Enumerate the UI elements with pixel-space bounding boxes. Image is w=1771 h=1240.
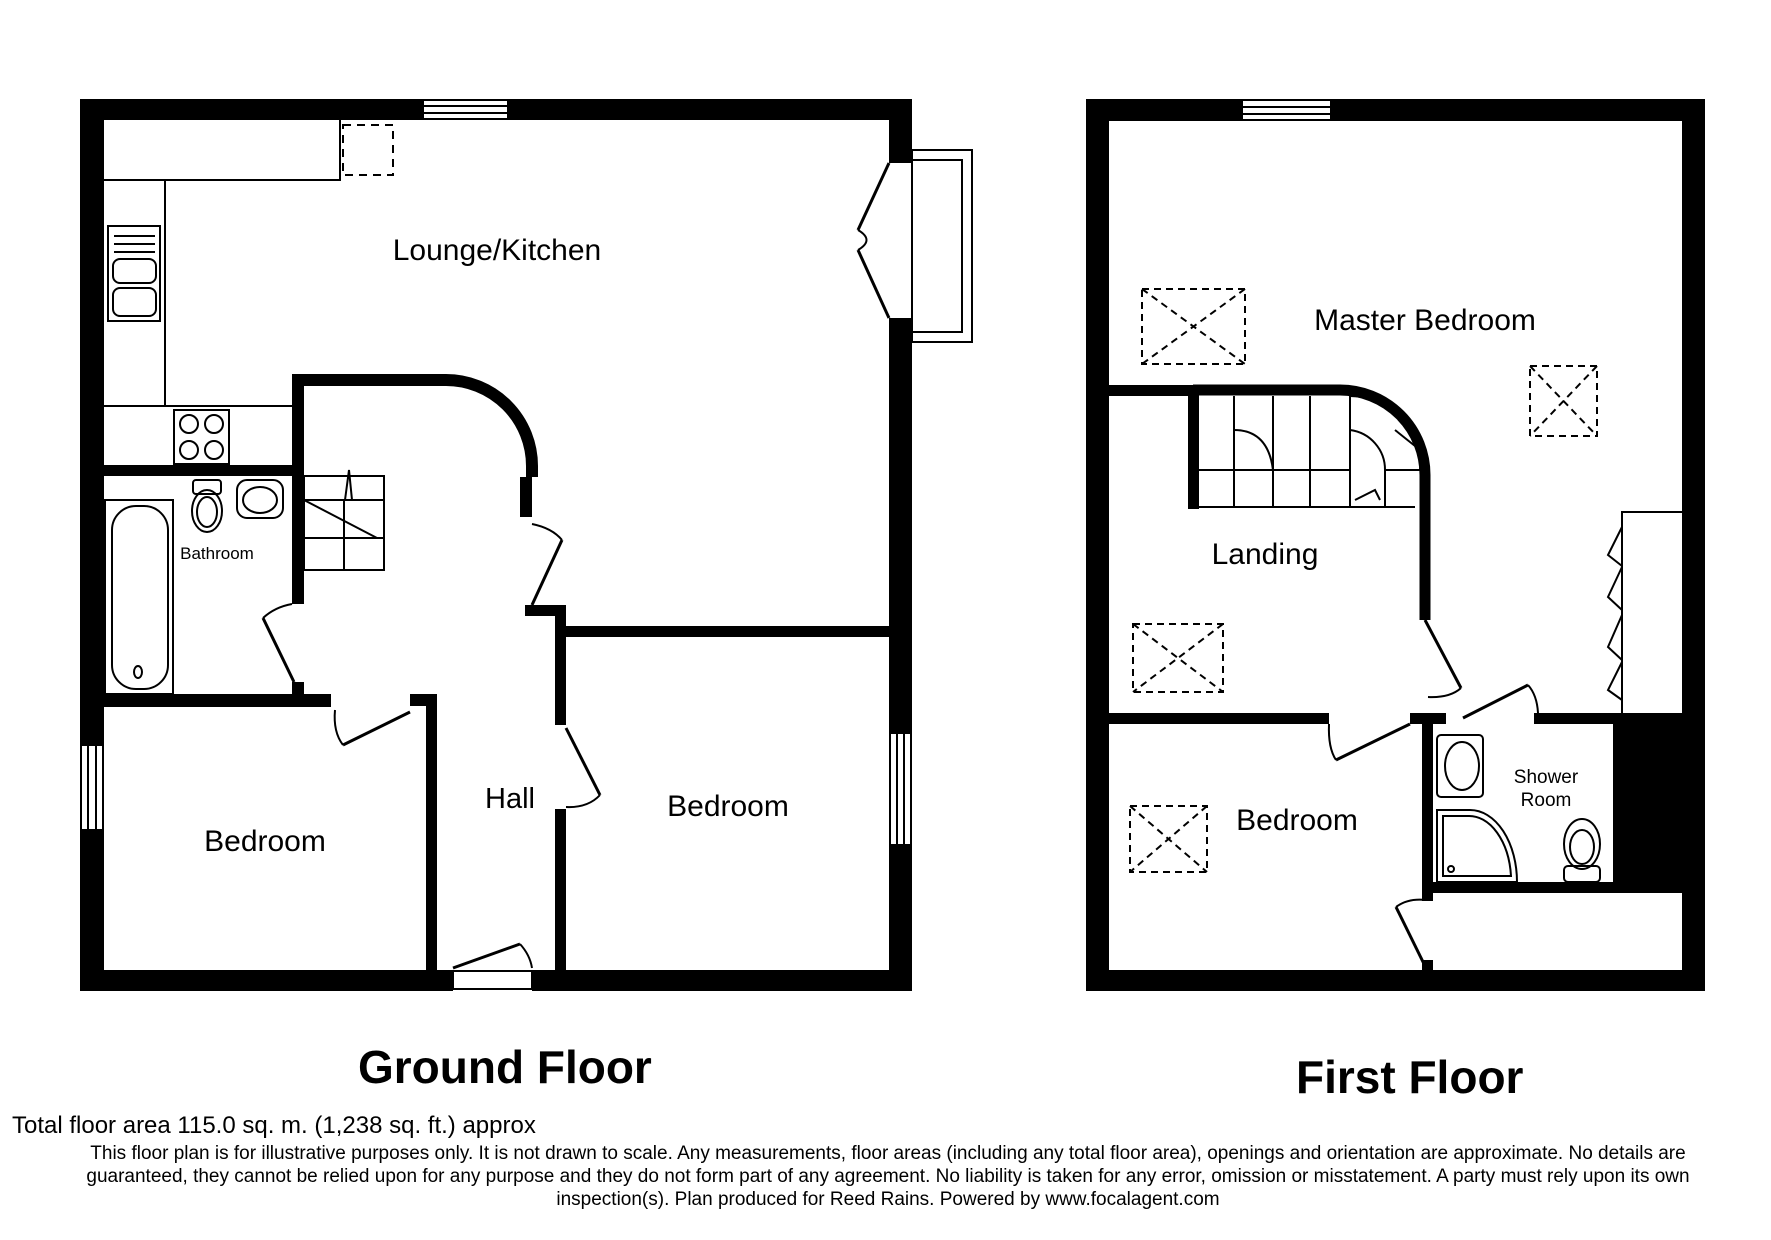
room-label-shower-room-line2: Room	[1521, 790, 1572, 811]
first-floor-window	[1241, 99, 1332, 121]
bedroom-door	[1327, 722, 1411, 762]
first-floor-interior-walls	[1109, 385, 1682, 970]
kitchen-counter	[104, 120, 341, 407]
room-label-bedroom-left: Bedroom	[204, 825, 326, 858]
window	[422, 99, 509, 120]
bedroom-left-door	[333, 709, 411, 747]
disclaimer-text: This floor plan is for illustrative purp…	[86, 1143, 1690, 1210]
stair-curved-wall	[1193, 384, 1431, 620]
window	[80, 744, 104, 831]
basin-icon	[236, 479, 284, 519]
master-bedroom-door	[1423, 619, 1463, 699]
toilet-icon	[191, 479, 223, 533]
first-floor-plan: Master Bedroom Landing Bedroom Shower Ro…	[1086, 99, 1705, 991]
ground-floor-interior-walls	[104, 380, 889, 970]
french-doors	[856, 162, 891, 319]
appliance-space-dashed	[342, 124, 394, 176]
room-label-master-bedroom: Master Bedroom	[1314, 304, 1536, 337]
bath-icon	[104, 499, 174, 695]
bedroom-right-door	[564, 727, 602, 809]
room-label-shower-room-line1: Shower	[1514, 767, 1579, 788]
curved-wall	[292, 374, 538, 477]
room-label-bathroom: Bathroom	[180, 544, 254, 563]
room-label-bedroom: Bedroom	[1236, 804, 1358, 837]
room-label-bedroom-right: Bedroom	[667, 790, 789, 823]
shower-tray-icon	[1436, 809, 1519, 883]
basin-icon	[1436, 734, 1484, 798]
shower-room-fixtures	[1436, 734, 1601, 883]
hob-icon	[173, 409, 230, 465]
wardrobe	[1606, 511, 1682, 713]
first-floor-outer-walls	[1086, 99, 1705, 991]
skylight	[1132, 623, 1224, 693]
room-label-landing: Landing	[1212, 538, 1319, 571]
skylight	[1529, 365, 1598, 437]
skylight	[1129, 805, 1208, 873]
ground-floor-stairs	[303, 469, 385, 571]
bathroom-door	[261, 603, 296, 683]
room-label-hall: Hall	[485, 783, 535, 815]
total-floor-area: Total floor area 115.0 sq. m. (1,238 sq.…	[12, 1112, 536, 1139]
bathroom-fixtures	[104, 479, 284, 695]
skylights	[1129, 288, 1598, 873]
room-label-lounge-kitchen: Lounge/Kitchen	[393, 234, 602, 267]
shower-room-door	[1462, 683, 1539, 720]
first-floor-title: First Floor	[1296, 1051, 1524, 1103]
toilet-icon	[1563, 818, 1601, 883]
ground-floor-windows	[80, 99, 912, 846]
front-door	[452, 942, 533, 990]
ground-floor-title: Ground Floor	[358, 1041, 652, 1093]
first-floor-stairs	[1199, 394, 1422, 508]
balcony	[911, 149, 973, 343]
skylight	[1141, 288, 1246, 365]
lounge-door	[530, 523, 564, 606]
ground-floor-outer-walls	[80, 99, 912, 991]
cupboard-door	[1394, 898, 1428, 969]
window	[889, 732, 912, 846]
sink-icon	[107, 225, 161, 322]
ground-floor-plan: Lounge/Kitchen Bathroom Hall Bedroom Bed…	[80, 99, 973, 991]
